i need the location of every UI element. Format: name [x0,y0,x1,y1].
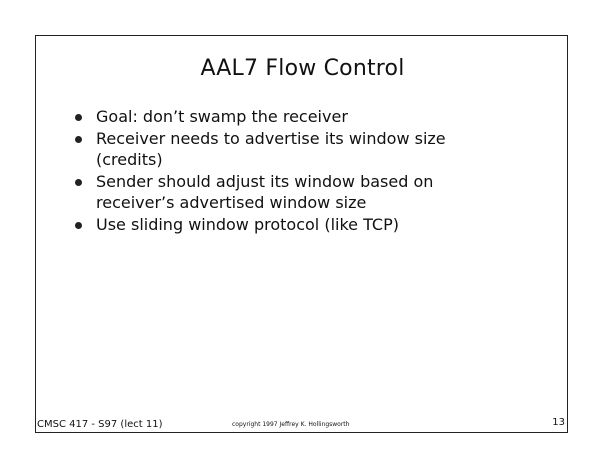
bullet-item: Sender should adjust its window based on… [72,171,512,213]
slide-frame [35,35,568,433]
bullet-item: Goal: don’t swamp the receiver [72,106,512,127]
bullet-text: Goal: don’t swamp the receiver [96,107,348,126]
bullet-item: Use sliding window protocol (like TCP) [72,214,512,235]
bullet-list: Goal: don’t swamp the receiver Receiver … [72,106,512,236]
bullet-item: Receiver needs to advertise its window s… [72,128,512,170]
bullet-dot-icon [75,114,82,121]
footer-course-label: CMSC 417 - S97 (lect 11) [37,419,163,430]
bullet-dot-icon [75,136,82,143]
bullet-dot-icon [75,179,82,186]
bullet-dot-icon [75,222,82,229]
bullet-text: Sender should adjust its window based on… [96,172,434,212]
footer-copyright: copyright 1997 Jeffrey K. Hollingsworth [232,421,350,428]
bullet-text: Use sliding window protocol (like TCP) [96,215,399,234]
footer-page-number: 13 [552,417,565,428]
bullet-text: Receiver needs to advertise its window s… [96,129,446,169]
slide-title: AAL7 Flow Control [200,56,405,81]
